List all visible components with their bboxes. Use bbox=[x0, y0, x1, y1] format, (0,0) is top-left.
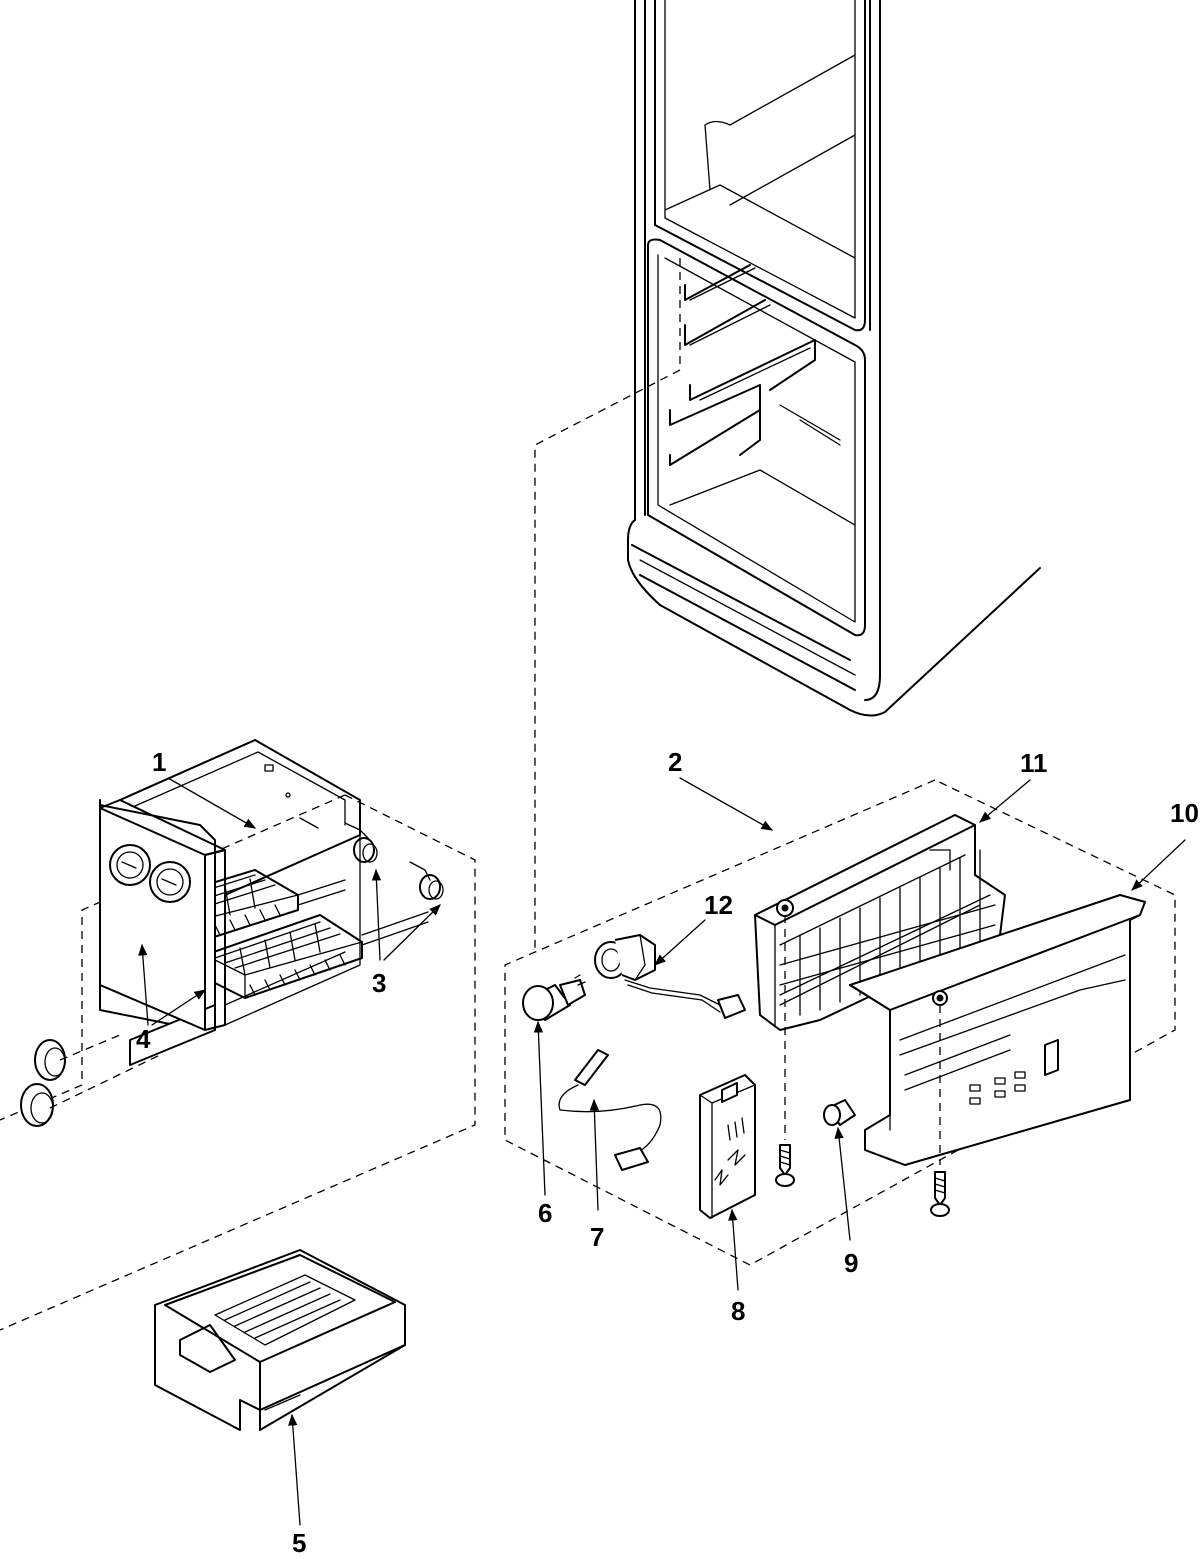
sensor-wire bbox=[558, 1049, 662, 1171]
plug-part bbox=[823, 1099, 856, 1126]
icemaker-housing bbox=[849, 894, 1146, 1166]
callout-3: 3 bbox=[372, 968, 386, 998]
callout-5: 5 bbox=[292, 1528, 306, 1558]
callout-6: 6 bbox=[538, 1198, 552, 1228]
screw-left bbox=[775, 915, 795, 1187]
callout-12: 12 bbox=[704, 890, 733, 920]
ice-bin bbox=[154, 1249, 406, 1431]
callout-10: 10 bbox=[1170, 798, 1199, 828]
assembly-leader-dashed bbox=[534, 258, 681, 950]
spring-upper bbox=[344, 822, 378, 863]
fill-tube-heater bbox=[594, 934, 746, 1019]
leader-lines bbox=[138, 777, 1186, 1526]
callout-4: 4 bbox=[136, 1024, 151, 1054]
callout-11: 11 bbox=[1020, 748, 1048, 778]
callout-8: 8 bbox=[731, 1296, 745, 1326]
cover-part bbox=[699, 1074, 756, 1219]
callout-2: 2 bbox=[668, 747, 682, 777]
callout-1: 1 bbox=[152, 747, 166, 777]
assembly-2-outline bbox=[504, 779, 1176, 1266]
refrigerator-cabinet bbox=[627, 0, 1041, 717]
spring-lower bbox=[409, 861, 444, 900]
shaft-caps bbox=[20, 1034, 161, 1127]
callout-7: 7 bbox=[590, 1222, 604, 1252]
ice-bucket-frame bbox=[99, 739, 361, 1066]
screw-right bbox=[930, 1005, 950, 1217]
callout-9: 9 bbox=[844, 1248, 858, 1278]
thermostat-part bbox=[522, 974, 586, 1021]
